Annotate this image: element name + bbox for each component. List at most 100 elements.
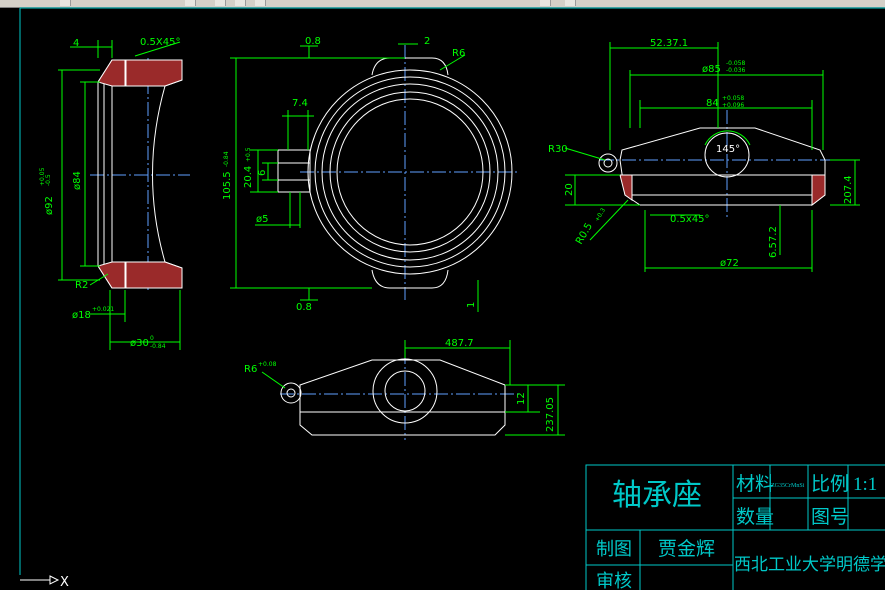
dim-bore-inner-tol-lower: +0.096 bbox=[722, 102, 744, 109]
front-view-dimensions bbox=[230, 43, 479, 312]
checked-label: 审核 bbox=[596, 571, 632, 590]
ucs-x-label: X bbox=[60, 575, 69, 590]
right-view-dimension-text: 52.37.1 ø85 -0.058 -0.036 84 +0.058 +0.0… bbox=[548, 38, 854, 269]
dim-side-height: 207.4 bbox=[843, 175, 854, 204]
right-view-hatch-left bbox=[619, 174, 633, 201]
left-section-view bbox=[90, 58, 190, 290]
bottom-view-outline bbox=[299, 359, 506, 436]
dim-height-tol: -0.84 bbox=[223, 151, 230, 167]
left-view-hatch-bottom bbox=[97, 261, 126, 289]
drawn-label: 制图 bbox=[596, 539, 632, 559]
dim-bore-outer-tol-lower: -0.036 bbox=[726, 67, 746, 74]
dim-slot-width: 2 bbox=[424, 36, 430, 47]
toolbar-button[interactable] bbox=[235, 0, 246, 6]
dim-fillet: R0.5 bbox=[574, 221, 595, 246]
bottom-view-ear bbox=[280, 382, 302, 404]
right-view-bore bbox=[704, 132, 750, 178]
toolbar-button[interactable] bbox=[255, 0, 266, 6]
dim-bore-inner: 84 bbox=[706, 98, 719, 109]
dim-width-dia: ø30 bbox=[130, 338, 149, 349]
front-view-dimension-text: 0.8 2 R6 7.4 105.5 -0.84 20.4 +0.5 6 ø5 … bbox=[222, 36, 477, 313]
left-view-hatch-top-right bbox=[125, 59, 183, 87]
dim-bore-inner-tol-upper: +0.058 bbox=[722, 95, 744, 102]
bottom-view-dimensions bbox=[261, 340, 565, 436]
dim-inner-height: 6.57.2 bbox=[768, 226, 779, 258]
title-block bbox=[585, 464, 885, 590]
left-view-hatch-top bbox=[97, 59, 126, 87]
bottom-view-boss bbox=[372, 358, 438, 424]
left-view-dimensions bbox=[58, 40, 181, 350]
dim-bore-dia: ø18 bbox=[72, 310, 91, 321]
roughness-top: 0.8 bbox=[305, 36, 321, 47]
toolbar-button[interactable] bbox=[215, 0, 226, 6]
dim-bottom-height: 237.05 bbox=[545, 397, 556, 432]
dim-height: 105.5 bbox=[222, 171, 233, 200]
bottom-view-bore bbox=[384, 370, 426, 412]
dim-outer-tol-upper: +0.05 bbox=[39, 167, 46, 186]
bottom-view-dimension-text: 487.7 R6 +0.08 12 237.05 bbox=[244, 338, 556, 432]
dim-offset: 1 bbox=[466, 302, 477, 308]
front-view-middle-circle bbox=[321, 83, 499, 261]
front-view bbox=[277, 45, 520, 300]
front-view-inner-circle bbox=[329, 91, 491, 253]
dim-lug-height: 20.4 bbox=[243, 166, 254, 188]
toolbar-button[interactable] bbox=[565, 0, 576, 6]
material-value: ZG35CrMnSi bbox=[771, 483, 805, 489]
front-view-bottom-boss bbox=[371, 269, 449, 289]
front-view-lug bbox=[277, 149, 311, 193]
dim-radius: R2 bbox=[75, 280, 88, 291]
scale-label: 比例 bbox=[811, 473, 849, 495]
toolbar-button[interactable] bbox=[185, 0, 196, 6]
right-view-dimensions bbox=[564, 42, 860, 272]
dim-radius-r30: R30 bbox=[548, 144, 568, 155]
roughness-bottom: 0.8 bbox=[296, 302, 312, 313]
dim-outer-dia: ø92 bbox=[44, 196, 55, 215]
ucs-icon: X bbox=[20, 575, 69, 590]
drawing-no-label: 图号 bbox=[811, 507, 849, 528]
dim-lug-width: 7.4 bbox=[292, 98, 308, 109]
dim-bottom-length: 487.7 bbox=[445, 338, 474, 349]
dim-total-length: 52.37.1 bbox=[650, 38, 688, 49]
dim-top-width: 4 bbox=[73, 38, 79, 49]
bottom-view bbox=[280, 350, 520, 440]
title-block-border bbox=[585, 464, 885, 590]
dim-bottom-radius-tol: +0.08 bbox=[258, 361, 277, 368]
scale-value: 1:1 bbox=[853, 474, 877, 495]
dim-base-width: ø72 bbox=[720, 258, 739, 269]
front-view-outer-circle bbox=[307, 69, 513, 275]
left-view-dimension-text: 4 0.5X45° ø92 +0.05 -0.5 ø84 R2 ø18 +0.0… bbox=[39, 37, 180, 350]
dim-hole-dia: ø5 bbox=[256, 214, 268, 225]
dim-width-tol-upper: 0 bbox=[150, 335, 154, 342]
toolbar-button[interactable] bbox=[540, 0, 551, 6]
dim-outer-tol-lower: -0.5 bbox=[45, 174, 52, 186]
organization-name: 西北工业大学明德学院 bbox=[734, 555, 885, 574]
dim-bore-tol: +0.021 bbox=[92, 306, 114, 313]
right-view-ear-hole bbox=[603, 158, 613, 168]
dim-inner-dia: ø84 bbox=[72, 171, 83, 190]
dim-bottom-radius: R6 bbox=[244, 364, 257, 375]
dim-chamfer: 0.5X45° bbox=[140, 37, 180, 48]
left-view-hatch-bottom-right bbox=[125, 261, 183, 289]
dim-radius-r6: R6 bbox=[452, 48, 465, 59]
drawn-by: 贾金辉 bbox=[658, 538, 715, 560]
bottom-view-ear-hole bbox=[286, 388, 296, 398]
front-view-top-boss bbox=[371, 57, 449, 76]
right-view-ear bbox=[598, 153, 618, 173]
part-name: 轴承座 bbox=[612, 479, 702, 512]
dim-bore-outer-tol-upper: -0.058 bbox=[726, 60, 746, 67]
right-view-hatch-right bbox=[811, 174, 826, 207]
dim-bottom-thickness: 12 bbox=[516, 392, 527, 405]
right-view bbox=[598, 110, 840, 220]
material-label: 材料 bbox=[736, 473, 774, 495]
dim-hole-small: 6 bbox=[257, 170, 268, 176]
right-view-outline bbox=[619, 127, 826, 206]
dim-width-tol-lower: -0.84 bbox=[150, 343, 166, 350]
dim-fillet-tol: +0.3 bbox=[594, 207, 607, 223]
title-block-text: 轴承座 材料 ZG35CrMnSi 比例 1:1 数量 图号 制图 贾金辉 西北… bbox=[596, 473, 885, 590]
dim-lug-height-tol: +0.5 bbox=[245, 147, 252, 162]
toolbar-button[interactable] bbox=[60, 0, 71, 6]
left-view-outline bbox=[97, 59, 183, 289]
dim-bore-outer: ø85 bbox=[702, 64, 721, 75]
quantity-label: 数量 bbox=[736, 506, 774, 528]
